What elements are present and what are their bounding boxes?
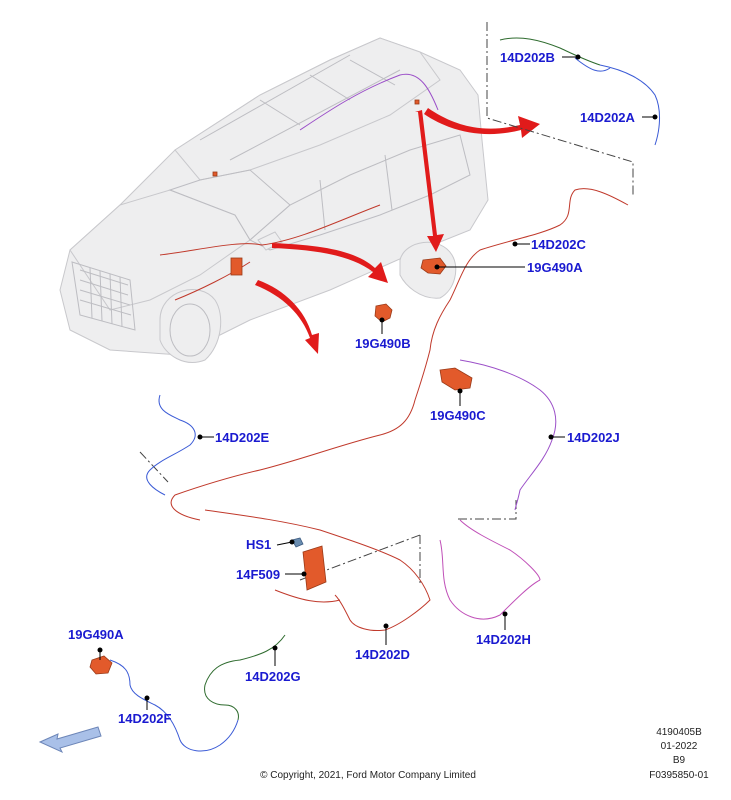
document-revision: B9 (673, 755, 686, 766)
label-19g490c: 19G490C (430, 408, 486, 423)
label-14f509: 14F509 (236, 567, 280, 582)
label-14d202f: 14D202F (118, 711, 172, 726)
label-14d202e: 14D202E (215, 430, 270, 445)
document-date: 01-2022 (661, 741, 698, 752)
14f509-module (302, 545, 327, 591)
figure-number: F0395850-01 (649, 770, 709, 781)
arrow-to-roof-harness (424, 108, 540, 138)
label-14d202b: 14D202B (500, 50, 555, 65)
label-19g490a-bottom: 19G490A (68, 627, 124, 642)
19g490b-part (374, 303, 393, 323)
arrow-to-front (255, 280, 319, 354)
label-19g490a-top: 19G490A (527, 260, 583, 275)
hs1-sensor (291, 537, 304, 548)
callout-arrows (255, 108, 540, 354)
arrow-to-19g490b (272, 243, 388, 283)
label-14d202h: 14D202H (476, 632, 531, 647)
harness-wires (109, 37, 660, 752)
copyright-text: © Copyright, 2021, Ford Motor Company Li… (260, 770, 476, 781)
label-19g490b: 19G490B (355, 336, 411, 351)
label-14d202j: 14D202J (567, 430, 620, 445)
leaders (97, 54, 658, 710)
callout-labels: 14D202B 14D202A 14D202C 19G490A 19G490B … (68, 50, 636, 726)
footer: © Copyright, 2021, Ford Motor Company Li… (260, 727, 709, 781)
label-hs1: HS1 (246, 537, 271, 552)
label-14d202a: 14D202A (580, 110, 636, 125)
document-code-1: 4190405B (656, 727, 702, 738)
19g490a-bottom-part (89, 655, 113, 675)
arrow-to-19g490a-top (415, 110, 444, 252)
label-14d202d: 14D202D (355, 647, 410, 662)
vehicle-illustration (59, 37, 489, 363)
components (89, 257, 473, 675)
19g490a-top-part (420, 257, 447, 275)
19g490c-part (439, 367, 473, 391)
front-direction-arrow (38, 726, 102, 754)
label-14d202c: 14D202C (531, 237, 587, 252)
label-14d202g: 14D202G (245, 669, 301, 684)
